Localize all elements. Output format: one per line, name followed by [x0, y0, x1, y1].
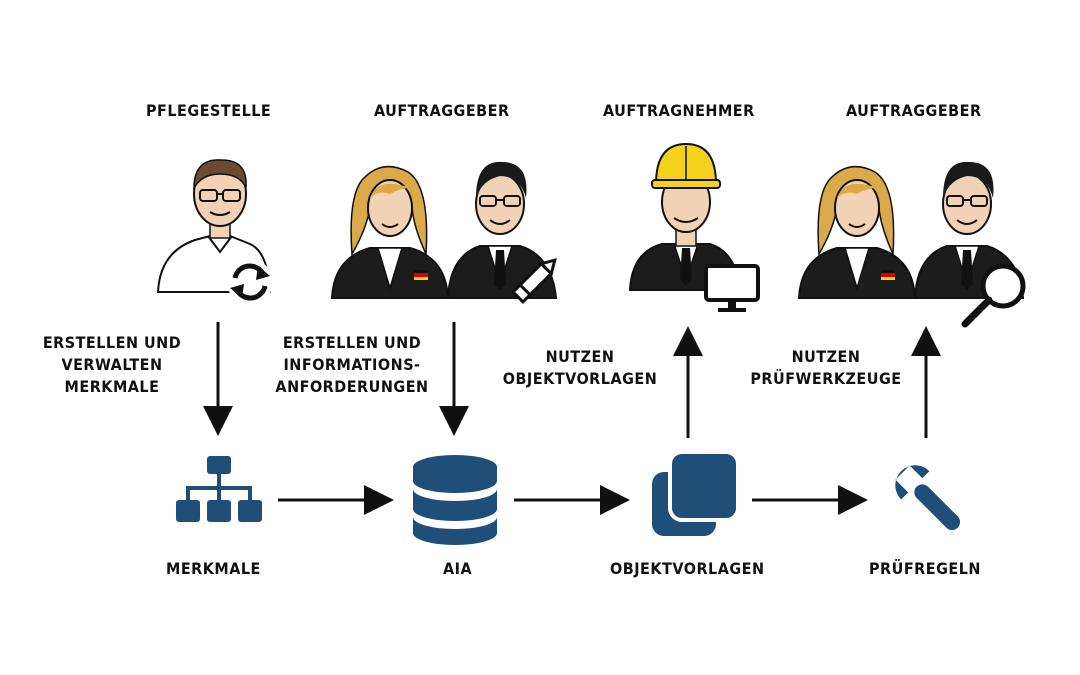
hierarchy-icon: [176, 456, 262, 522]
pencil-icon: [510, 258, 557, 305]
role-label-auftragnehmer: AUFTRAGNEHMER: [603, 101, 755, 120]
node-label-pruefregeln: PRÜFREGELN: [869, 559, 981, 578]
node-label-merkmale: MERKMALE: [166, 559, 261, 578]
monitor-icon: [704, 264, 760, 312]
refresh-icon: [227, 259, 273, 305]
persons-auftraggeber-illustration: [330, 161, 558, 305]
persons-auftraggeber-2-illustration: [797, 161, 1026, 328]
wrench-icon: [895, 465, 961, 531]
role-label-auftraggeber-2: AUFTRAGGEBER: [846, 101, 982, 120]
person-pflegestelle-illustration: [156, 159, 273, 305]
role-label-pflegestelle: PFLEGESTELLE: [146, 101, 272, 120]
person-auftragnehmer-illustration: [628, 142, 760, 312]
node-label-objektvorlagen: OBJEKTVORLAGEN: [610, 559, 765, 578]
role-label-auftraggeber: AUFTRAGGEBER: [374, 101, 510, 120]
stacked-squares-icon: [652, 450, 740, 536]
magnifier-icon: [961, 263, 1026, 328]
database-icon: [413, 455, 497, 545]
node-label-aia: AIA: [443, 559, 473, 578]
